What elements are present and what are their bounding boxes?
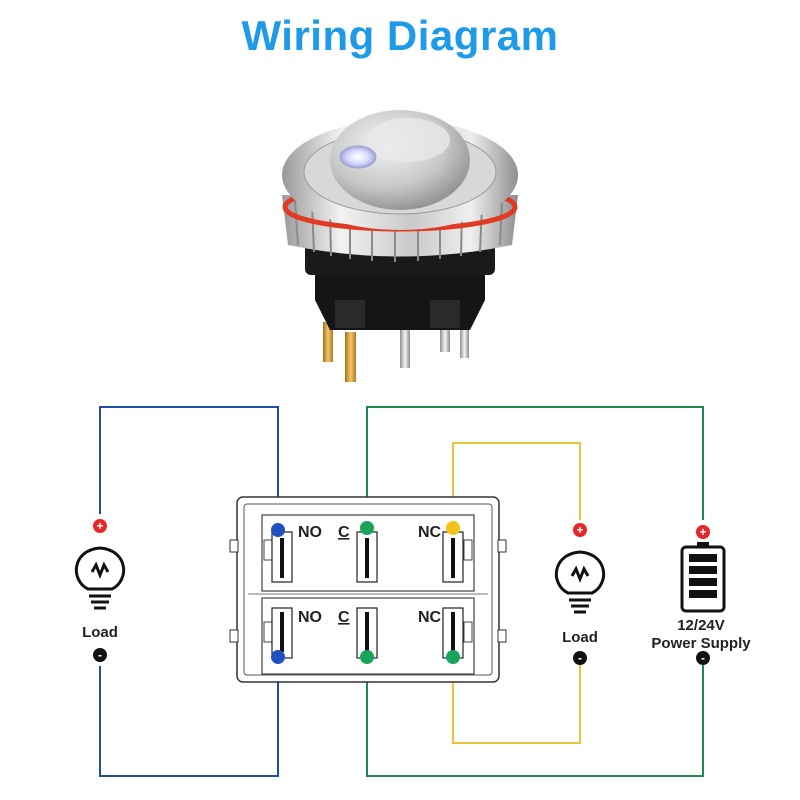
terminal-dot-c-top bbox=[360, 521, 374, 535]
wire-yellow bbox=[452, 442, 581, 528]
minus-terminal-icon bbox=[696, 651, 710, 665]
terminal-block: NO C NC NO C NC bbox=[229, 496, 507, 683]
gold-pin bbox=[345, 332, 356, 382]
left-load: + Load - bbox=[74, 519, 126, 662]
silver-pin bbox=[460, 320, 469, 358]
minus-terminal-icon bbox=[93, 648, 107, 662]
right-load-label: Load bbox=[562, 629, 598, 646]
svg-text:-: - bbox=[98, 648, 102, 662]
light-bulb-icon bbox=[74, 546, 126, 610]
silver-pin bbox=[440, 318, 450, 352]
gold-pin bbox=[323, 322, 333, 362]
minus-terminal-icon bbox=[573, 651, 587, 665]
wire-green bbox=[366, 657, 704, 777]
wire-green bbox=[366, 406, 704, 528]
terminal-label-c-top: C bbox=[338, 524, 350, 541]
terminal-dot-no-bottom bbox=[271, 650, 285, 664]
terminal-dot-nc-bottom bbox=[446, 650, 460, 664]
light-bulb-icon bbox=[554, 550, 606, 614]
terminal-label-nc-bottom: NC bbox=[418, 609, 442, 626]
svg-text:-: - bbox=[701, 651, 705, 665]
wires bbox=[99, 406, 704, 777]
terminal-label-no-bottom: NO bbox=[298, 609, 322, 626]
terminal-dot-no-top bbox=[271, 523, 285, 537]
plus-terminal-icon bbox=[573, 523, 587, 537]
plus-terminal-icon bbox=[93, 519, 107, 533]
silver-pin bbox=[400, 330, 410, 368]
page-title: Wiring Diagram bbox=[241, 12, 559, 59]
left-load-label: Load bbox=[82, 624, 118, 641]
switch-product-image bbox=[282, 110, 518, 382]
wire-blue bbox=[99, 657, 279, 777]
power-supply-label: Power Supply bbox=[651, 635, 751, 652]
blade bbox=[451, 538, 455, 578]
power-supply: + 12/24V Power Supply - bbox=[651, 525, 751, 665]
terminal-dot-c-bottom bbox=[360, 650, 374, 664]
plus-terminal-icon bbox=[696, 525, 710, 539]
terminal-label-nc-top: NC bbox=[418, 524, 442, 541]
svg-text:-: - bbox=[578, 651, 582, 665]
right-load: + Load - bbox=[554, 523, 606, 665]
blade bbox=[365, 612, 369, 652]
wire-blue bbox=[99, 406, 279, 530]
blade bbox=[280, 612, 284, 652]
blade bbox=[365, 538, 369, 578]
battery-icon bbox=[680, 542, 726, 613]
svg-text:+: + bbox=[96, 519, 103, 533]
wire-yellow bbox=[452, 657, 581, 744]
led-indicator bbox=[339, 145, 377, 169]
blade bbox=[280, 538, 284, 578]
terminal-label-no-top: NO bbox=[298, 524, 322, 541]
blade bbox=[451, 612, 455, 652]
terminal-label-c-bottom: C bbox=[338, 609, 350, 626]
svg-text:+: + bbox=[699, 525, 706, 539]
terminal-dot-nc-top bbox=[446, 521, 460, 535]
power-supply-voltage: 12/24V bbox=[677, 617, 725, 634]
svg-text:+: + bbox=[576, 523, 583, 537]
